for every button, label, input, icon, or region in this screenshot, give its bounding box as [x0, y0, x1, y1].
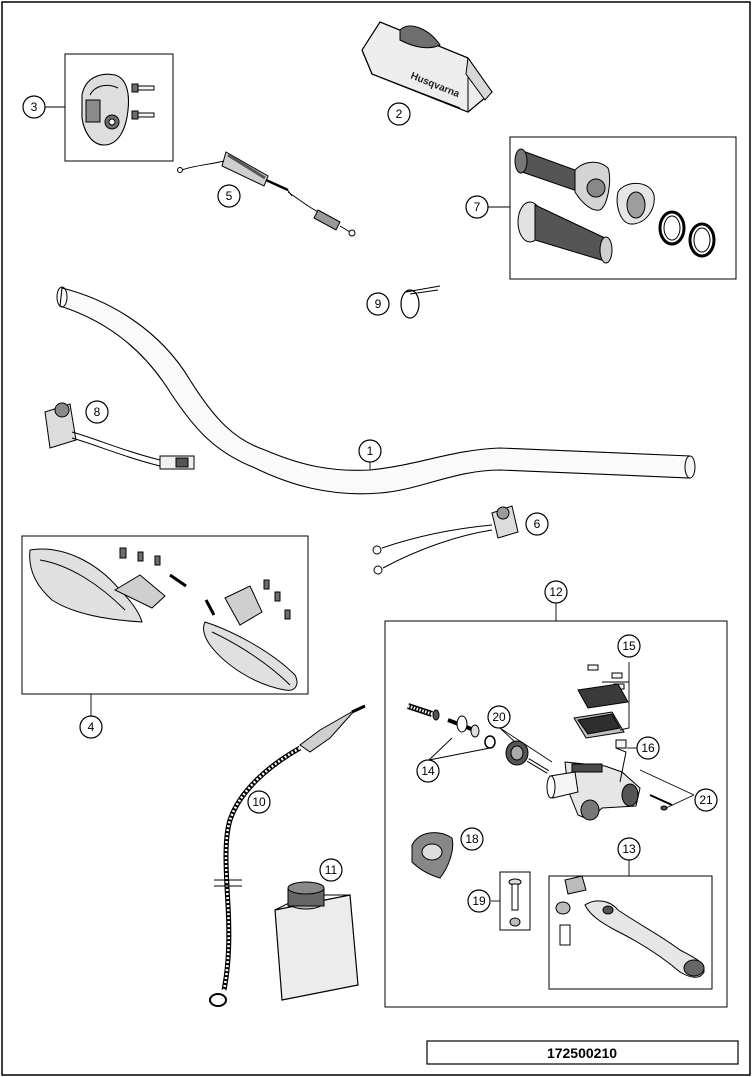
svg-text:2: 2 [396, 107, 403, 121]
svg-text:7: 7 [474, 200, 481, 214]
svg-text:19: 19 [472, 894, 486, 908]
callout-16: 16 [636, 736, 660, 760]
leader-15 [619, 662, 630, 731]
callout-8: 8 [85, 400, 109, 424]
svg-text:4: 4 [88, 720, 95, 734]
throttle-housing [81, 73, 130, 146]
brake-lever [555, 875, 705, 978]
reservoir-cover [573, 664, 629, 739]
callout-11: 11 [319, 858, 343, 882]
svg-text:6: 6 [534, 517, 541, 531]
drawing-number-box [426, 1040, 739, 1065]
callout-7: 7 [465, 195, 489, 219]
dust-boot [505, 740, 550, 774]
leader-14 [428, 737, 491, 761]
callout-21: 21 [694, 788, 718, 812]
callout-15: 15 [617, 634, 641, 658]
piston-spring [407, 703, 496, 749]
callout-20: 20 [487, 705, 511, 729]
housing-screws [131, 83, 155, 120]
callout-18: 18 [460, 827, 484, 851]
pivot-bolt [508, 878, 522, 927]
callout-19: 19 [467, 889, 491, 913]
brake-hose [209, 704, 366, 1007]
svg-text:3: 3 [31, 100, 38, 114]
box-part-7 [509, 136, 737, 280]
callout-3: 3 [22, 95, 46, 119]
brake-fluid-bottle [274, 881, 359, 1001]
svg-text:5: 5 [226, 189, 233, 203]
svg-text:8: 8 [94, 405, 101, 419]
box-part-13 [548, 875, 713, 990]
lever-adjuster-guard [411, 832, 454, 879]
leader-20 [499, 727, 553, 763]
cable-tie [400, 285, 441, 319]
handlebar [56, 286, 696, 495]
handguard-kit [29, 547, 298, 691]
svg-text:21: 21 [699, 793, 713, 807]
start-switch [372, 505, 519, 575]
drawing-number: 172500210 [547, 1045, 617, 1061]
callout-4: 4 [79, 715, 103, 739]
callout-1: 1 [358, 439, 382, 463]
svg-text:18: 18 [465, 832, 479, 846]
callout-6: 6 [525, 512, 549, 536]
master-cylinder [546, 739, 673, 821]
box-part-4 [21, 535, 309, 695]
callout-2: 2 [387, 102, 411, 126]
throttle-cable [177, 151, 356, 237]
svg-text:12: 12 [549, 585, 563, 599]
callout-12: 12 [544, 580, 568, 604]
svg-text:15: 15 [622, 639, 636, 653]
box-part-3 [64, 53, 174, 162]
svg-text:13: 13 [622, 842, 636, 856]
svg-text:1: 1 [367, 444, 374, 458]
callout-5: 5 [217, 184, 241, 208]
leader-21 [639, 769, 695, 809]
kill-switch [44, 402, 195, 470]
svg-text:16: 16 [641, 741, 655, 755]
svg-text:11: 11 [325, 863, 338, 877]
handlebar-pad: Husqvarna [361, 21, 493, 113]
callout-13: 13 [617, 837, 641, 861]
grip-set [514, 148, 716, 264]
svg-text:14: 14 [421, 764, 435, 778]
svg-text:9: 9 [375, 297, 382, 311]
svg-text:10: 10 [252, 795, 266, 809]
svg-text:20: 20 [492, 710, 506, 724]
callout-14: 14 [416, 759, 440, 783]
callout-9: 9 [366, 292, 390, 316]
callout-10: 10 [247, 790, 271, 814]
